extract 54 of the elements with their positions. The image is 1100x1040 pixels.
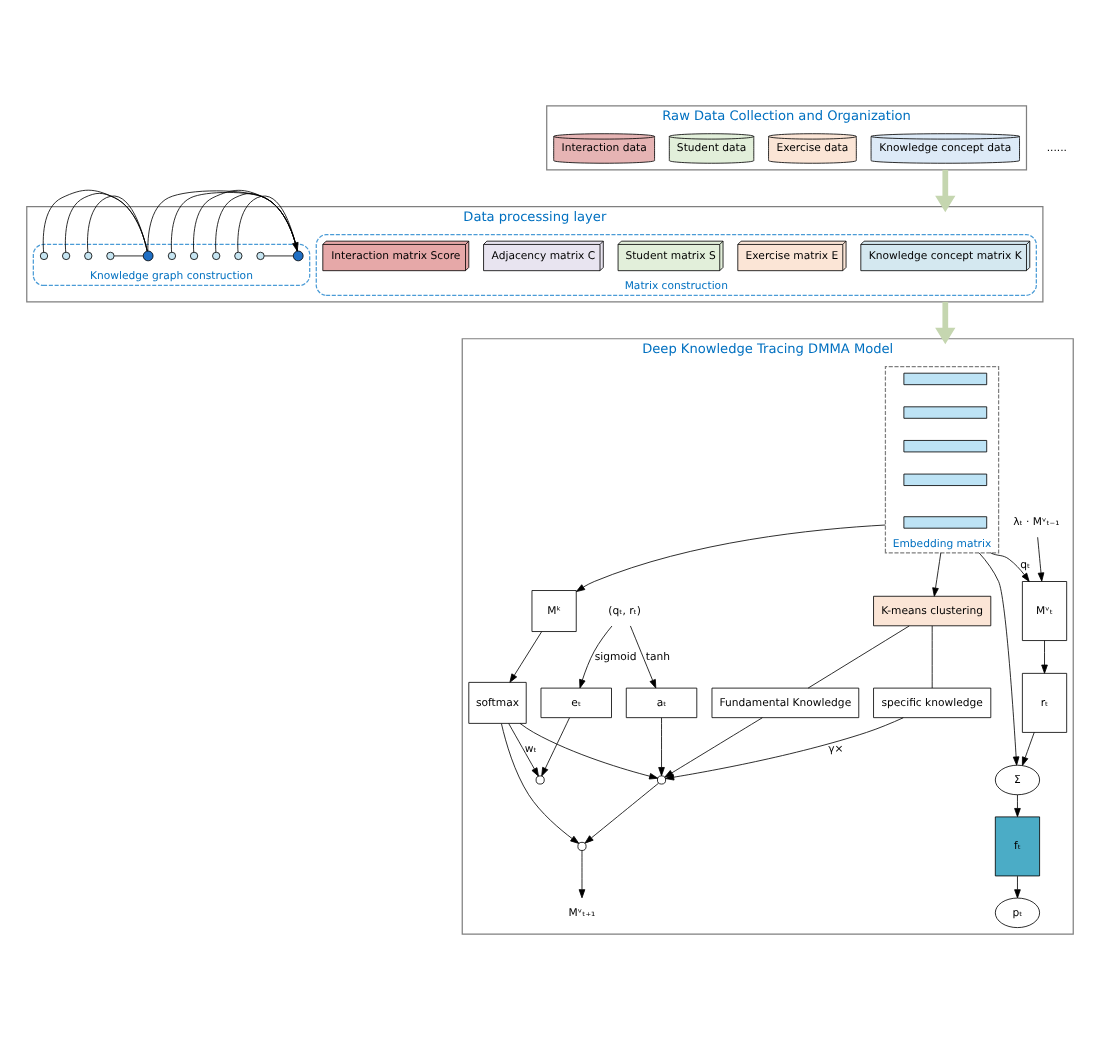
node-box	[903, 473, 988, 486]
arrow	[935, 301, 956, 345]
node-circle	[577, 841, 587, 851]
arrow	[584, 782, 659, 844]
node-circle	[167, 251, 177, 261]
connector	[65, 192, 148, 253]
node-box	[903, 406, 988, 419]
node-circle	[212, 251, 221, 261]
node-circle	[535, 775, 545, 785]
arrow	[501, 723, 580, 844]
node-box	[903, 516, 988, 529]
arrow	[978, 552, 1020, 766]
node-circle	[39, 251, 49, 261]
node-circle	[189, 251, 199, 261]
node-circle	[62, 251, 71, 261]
connector	[215, 193, 298, 253]
arrow	[578, 850, 586, 899]
arrow	[1014, 794, 1021, 818]
arrow	[664, 717, 763, 778]
arrow	[519, 723, 659, 780]
connector	[193, 189, 298, 253]
arrow	[630, 625, 657, 689]
arrow	[665, 717, 904, 781]
connector	[113, 255, 144, 257]
connector	[42, 189, 148, 253]
connector	[263, 255, 294, 257]
arrow	[579, 625, 613, 689]
node-box	[903, 372, 988, 386]
arrow	[1021, 732, 1035, 766]
connector	[807, 625, 910, 689]
node-circle	[292, 250, 304, 262]
node-circle	[657, 775, 667, 785]
arrow	[1014, 875, 1021, 899]
arrow	[932, 552, 942, 597]
arrow	[658, 717, 665, 777]
node-circle	[84, 251, 93, 261]
arrow	[509, 631, 543, 683]
arrow	[147, 190, 299, 252]
arrow	[990, 552, 1030, 582]
connector	[170, 192, 298, 253]
arrow	[1041, 640, 1048, 674]
node-circle	[256, 251, 265, 261]
connector	[87, 195, 148, 253]
arrow	[541, 717, 570, 777]
node-circle	[142, 250, 154, 262]
arrow	[935, 169, 956, 213]
arrow	[576, 524, 886, 592]
node-circle	[234, 251, 243, 261]
node-circle	[106, 251, 115, 261]
arrow	[1037, 536, 1045, 582]
connector	[931, 625, 933, 689]
arrow	[508, 723, 539, 777]
connector	[237, 195, 298, 253]
node-box	[903, 440, 988, 453]
